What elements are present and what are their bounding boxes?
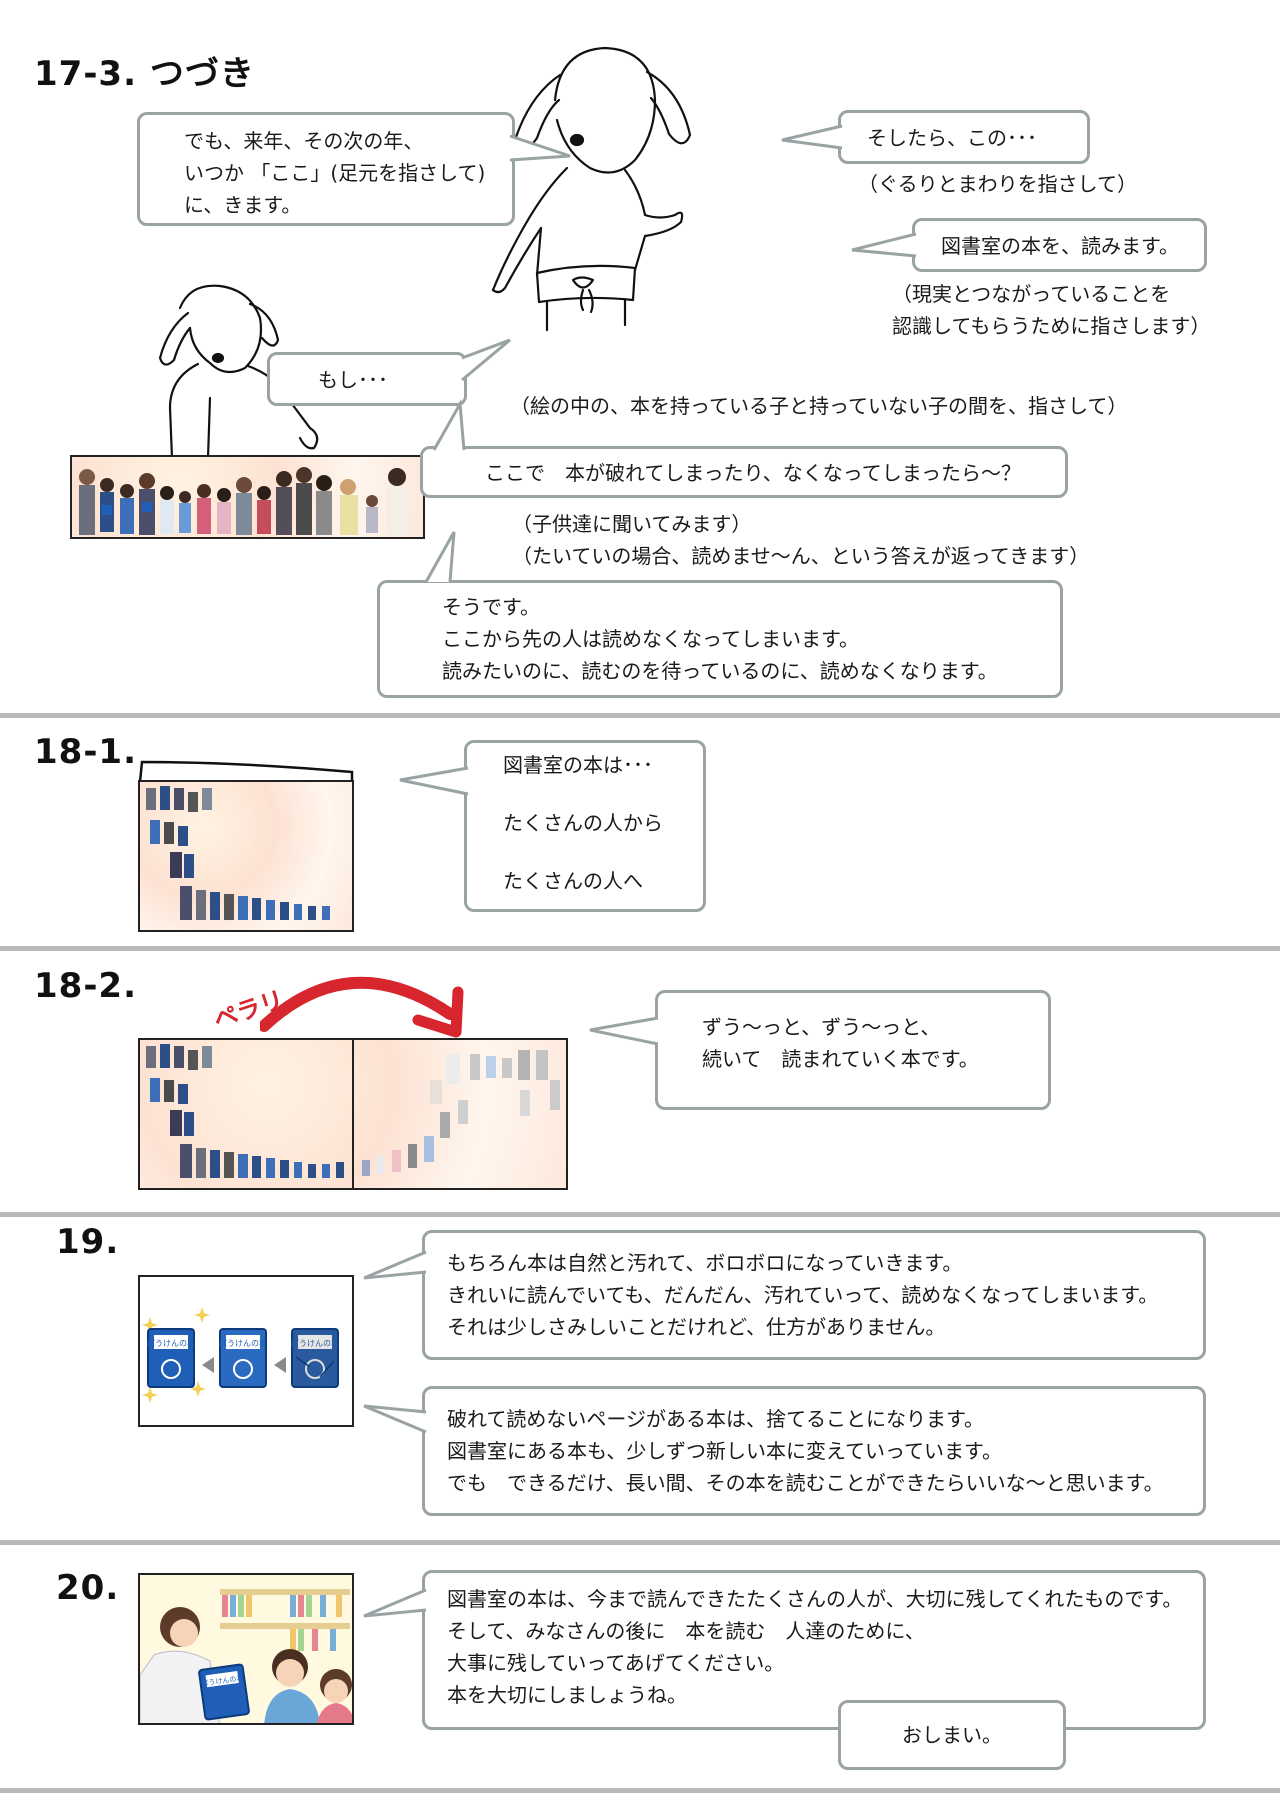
bubble-line: たくさんの人へ [503,869,643,893]
speech-bubble-next-year: でも、来年、その次の年、 いつか 「ここ」(足元を指さして) に、きます。 [137,112,515,226]
librarian-scene: ぼうけんの本 [140,1575,352,1723]
queue-picture-single [138,780,354,932]
speech-bubble-cherish-books: 図書室の本は、今まで読んできたたくさんの人が、大切に残してくれたものです。 そし… [422,1570,1206,1730]
bubble-line: 図書室にある本も、少しずつ新しい本に変えていっています。 [447,1439,1002,1463]
book-title-2: ぼうけんの本 [219,1338,267,1348]
stage-direction-point-around: （ぐるりとまわりを指さして） [858,172,1137,196]
bubble-line: もし･･･ [318,368,388,392]
bubble-tail [851,232,920,258]
bubble-line: それは少しさみしいことだけれど、仕方がありません。 [447,1315,946,1339]
speech-bubble-books-get-worn: もちろん本は自然と汚れて、ボロボロになっていきます。 きれいに読んでいても、だん… [422,1230,1206,1360]
speech-bubble-if-book-breaks: ここで 本が破れてしまったり、なくなってしまったら～？ [420,446,1068,498]
pointing-dog-illustration [158,284,319,460]
queue-figures [146,786,330,920]
bubble-tail [432,399,466,455]
bubble-line: 大事に残していってあげてください。 [447,1651,785,1675]
librarian-picture: ぼうけんの本 [138,1573,354,1725]
speech-bubble-continued-reading: ずう～っと、ずう～っと、 続いて 読まれていく本です。 [655,990,1051,1110]
speech-bubble-discard-books: 破れて読めないページがある本は、捨てることになります。 図書室にある本も、少しず… [422,1386,1206,1516]
bubble-line: 図書室の本を、読みます。 [941,234,1179,258]
bubble-line: でも、来年、その次の年、 [184,129,424,153]
bubble-tail [363,1588,430,1618]
speech-bubble-then-this: そしたら、この･･･ [838,110,1090,164]
bubble-spacer [503,780,667,809]
book-title-1: ぼうけんの本 [147,1338,195,1348]
section-number-17-3: 17-3. つづき [34,54,255,94]
bubble-tail [505,134,571,162]
page-turn-arrow [260,976,464,1038]
speech-bubble-the-end: おしまい。 [838,1700,1066,1770]
bubble-spacer [503,838,667,867]
bubble-tail [589,1016,662,1046]
note-line: （子供達に聞いてみます） [512,512,752,536]
bubble-line: 読みたいのに、読むのを待っているのに、読めなくなります。 [442,659,998,683]
bubble-line: 図書室の本は･･･ [503,753,653,777]
stage-direction-ask-children: （子供達に聞いてみます） （たいていの場合、読めませ～ん、という答えが返ってきま… [512,508,1089,572]
section-number-18-1: 18-1. [34,732,137,772]
queue-picture-spread [138,1038,568,1190]
book-title-3: ぼうけんの本 [291,1338,339,1348]
three-books-sequence: ぼうけんの本 ぼうけんの本 ぼうけんの本 [142,1307,339,1403]
bubble-line: 破れて読めないページがある本は、捨てることになります。 [447,1407,984,1431]
bubble-line: 本を大切にしましょうね。 [447,1683,687,1707]
bubble-line: に、きます。 [184,193,302,217]
standing-dog-illustration [491,46,692,332]
section-divider [0,946,1280,951]
stage-direction-reality: （現実とつながっていることを 認識してもらうために指さします） [892,278,1210,342]
section-divider [0,1212,1280,1217]
bubble-line: もちろん本は自然と汚れて、ボロボロになっていきます。 [447,1251,963,1275]
bubble-tail [424,531,456,587]
bubble-tail [399,766,472,796]
section-number-20: 20. [56,1568,120,1608]
speech-bubble-that-is-right: そうです。 ここから先の人は読めなくなってしまいます。 読みたいのに、読むのを待… [377,580,1063,698]
bubble-line: そうです。 [442,595,540,619]
bubble-tail [363,1250,430,1280]
bubble-line: ここで 本が破れてしまったり、なくなってしまったら～？ [485,461,1021,485]
speech-bubble-read-library-books: 図書室の本を、読みます。 [912,218,1207,272]
book-wear-picture: ぼうけんの本 ぼうけんの本 ぼうけんの本 [138,1275,354,1427]
section-divider [0,1788,1280,1793]
queue-spread-figures [146,1040,560,1188]
crowd-strip-image [70,455,425,539]
bubble-line: きれいに読んでいても、だんだん、汚れていって、読めなくなってしまいます。 [447,1283,1159,1307]
bubble-line: ここから先の人は読めなくなってしまいます。 [442,627,859,651]
speech-bubble-library-books: 図書室の本は･･･ たくさんの人から たくさんの人へ [464,740,706,912]
section-divider [0,1540,1280,1545]
crowd-figures [79,467,407,536]
book-page-curl [138,760,354,783]
note-line: （たいていの場合、読めませ～ん、という答えが返ってきます） [512,544,1090,568]
bubble-line: でも できるだけ、長い間、その本を読むことができたらいいな～と思います。 [447,1471,1164,1495]
bubble-line: いつか 「ここ」(足元を指さして) [184,161,486,185]
section-number-19: 19. [56,1222,120,1262]
bubble-line: たくさんの人から [503,811,663,835]
bubble-line: ずう～っと、ずう～っと、 [702,1015,941,1039]
note-line: 認識してもらうために指さします） [892,314,1211,338]
stage-direction-point-between: （絵の中の、本を持っている子と持っていない子の間を、指さして） [510,394,1128,418]
bubble-tail [781,124,846,150]
section-divider [0,713,1280,718]
bubble-line: そして、みなさんの後に 本を読む 人達のために、 [447,1619,925,1643]
bubble-line: 続いて 読まれていく本です。 [702,1047,979,1071]
bubble-line: 図書室の本は、今まで読んできたたくさんの人が、大切に残してくれたものです。 [447,1587,1183,1611]
note-line: （現実とつながっていることを [892,282,1171,306]
bubble-tail [457,338,511,382]
section-number-18-2: 18-2. [34,966,137,1006]
speech-bubble-if: もし･･･ [267,352,467,406]
bubble-tail [363,1404,430,1434]
bubble-line: おしまい。 [902,1723,1002,1747]
bubble-line: そしたら、この･･･ [867,126,1037,150]
